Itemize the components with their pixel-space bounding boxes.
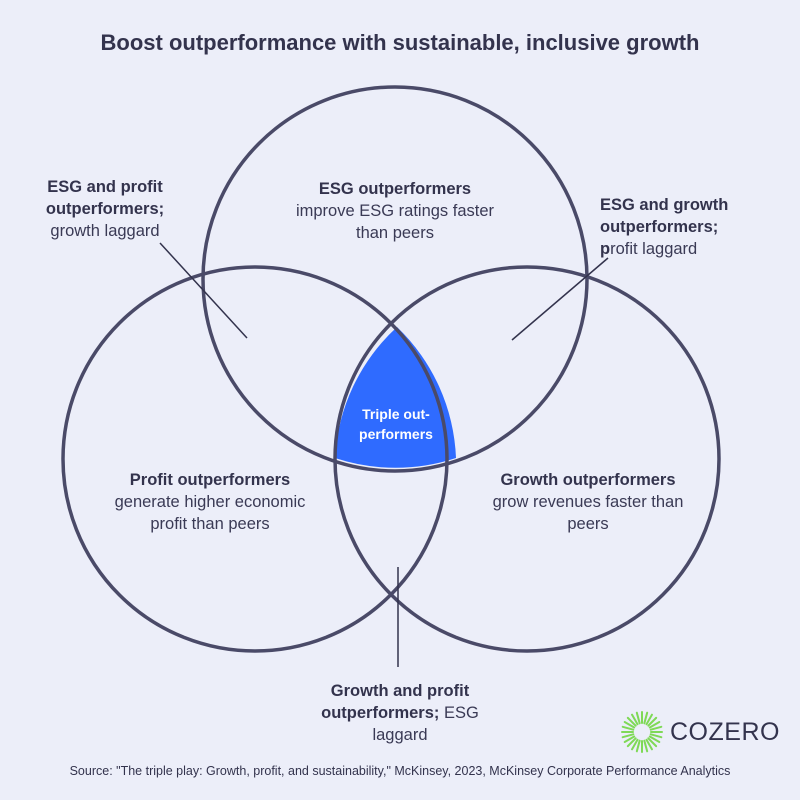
cozero-logo: COZERO (620, 711, 780, 753)
esg-circle-desc-line2: than peers (356, 224, 434, 242)
logo-ray (649, 733, 663, 739)
esg-growth-callout-line3-bold: p (600, 240, 611, 258)
esg-profit-callout-line2: outperformers; (45, 200, 165, 218)
logo-ray (649, 725, 663, 731)
profit-circle (61, 265, 449, 653)
esg-growth-callout-line3-rest: rofit laggard (610, 240, 698, 258)
logo-ray (648, 721, 661, 729)
logo-ray (647, 737, 658, 748)
logo-ray (626, 716, 637, 727)
logo-ray (648, 735, 661, 743)
logo-ray (643, 739, 649, 753)
esg-growth-leader-line (511, 257, 609, 341)
esg-growth-callout-line3: profit laggard (600, 238, 770, 260)
logo-text: COZERO (670, 717, 780, 746)
growth-profit-callout-line2: outperformers; ESG (290, 702, 510, 724)
center-label-line2: performers (359, 426, 433, 442)
esg-profit-leader-line (159, 242, 248, 339)
esg-profit-callout-line1: ESG and profit (47, 178, 163, 196)
logo-ray (621, 725, 635, 731)
esg-profit-callout: ESG and profit outperformers; growth lag… (20, 176, 190, 242)
esg-circle-title: ESG outperformers (318, 180, 472, 198)
growth-profit-callout-line2-bold: outperformers; (321, 704, 440, 722)
growth-profit-callout-line1: Growth and profit (330, 682, 470, 700)
logo-ray (631, 738, 639, 751)
esg-growth-callout: ESG and growth outperformers; profit lag… (600, 194, 770, 260)
esg-circle-desc-line1: improve ESG ratings faster (295, 202, 495, 220)
logo-ray (645, 713, 653, 726)
logo-ray (643, 711, 649, 725)
logo-ray (623, 735, 636, 743)
profit-circle-desc-line2: profit than peers (150, 515, 270, 533)
growth-profit-callout-line3: laggard (372, 726, 428, 744)
logo-ray (645, 738, 653, 751)
growth-circle-title: Growth outperformers (500, 471, 676, 489)
page-title: Boost outperformance with sustainable, i… (100, 30, 700, 55)
logo-ray (635, 739, 641, 753)
profit-circle-label: Profit outperformers generate higher eco… (80, 469, 340, 535)
growth-circle-label: Growth outperformers grow revenues faste… (458, 469, 718, 535)
esg-circle (201, 85, 589, 473)
profit-circle-desc-line1: generate higher economic (114, 493, 306, 511)
center-label-line1: Triple out- (362, 406, 430, 422)
logo-ray (647, 716, 658, 727)
logo-ray (626, 737, 637, 748)
esg-profit-callout-line3: growth laggard (50, 222, 160, 240)
logo-ray (635, 711, 641, 725)
growth-profit-callout: Growth and profit outperformers; ESG lag… (290, 680, 510, 746)
growth-profit-callout-line2-rest: ESG (439, 704, 479, 722)
esg-growth-callout-line1: ESG and growth (600, 196, 729, 214)
cozero-burst-icon (621, 711, 663, 753)
growth-circle-desc-line1: grow revenues faster than (492, 493, 684, 511)
logo-ray (623, 721, 636, 729)
growth-circle (333, 265, 721, 653)
source-note: Source: "The triple play: Growth, profit… (69, 764, 731, 778)
growth-circle-desc-line2: peers (567, 515, 609, 533)
logo-ray (631, 713, 639, 726)
triple-overlap-region (335, 327, 456, 468)
triple-outperformers-label: Triple out- performers (334, 404, 458, 444)
profit-circle-title: Profit outperformers (129, 471, 291, 489)
esg-circle-label: ESG outperformers improve ESG ratings fa… (270, 178, 520, 244)
esg-growth-callout-line2: outperformers; (600, 218, 719, 236)
logo-ray (621, 733, 635, 739)
